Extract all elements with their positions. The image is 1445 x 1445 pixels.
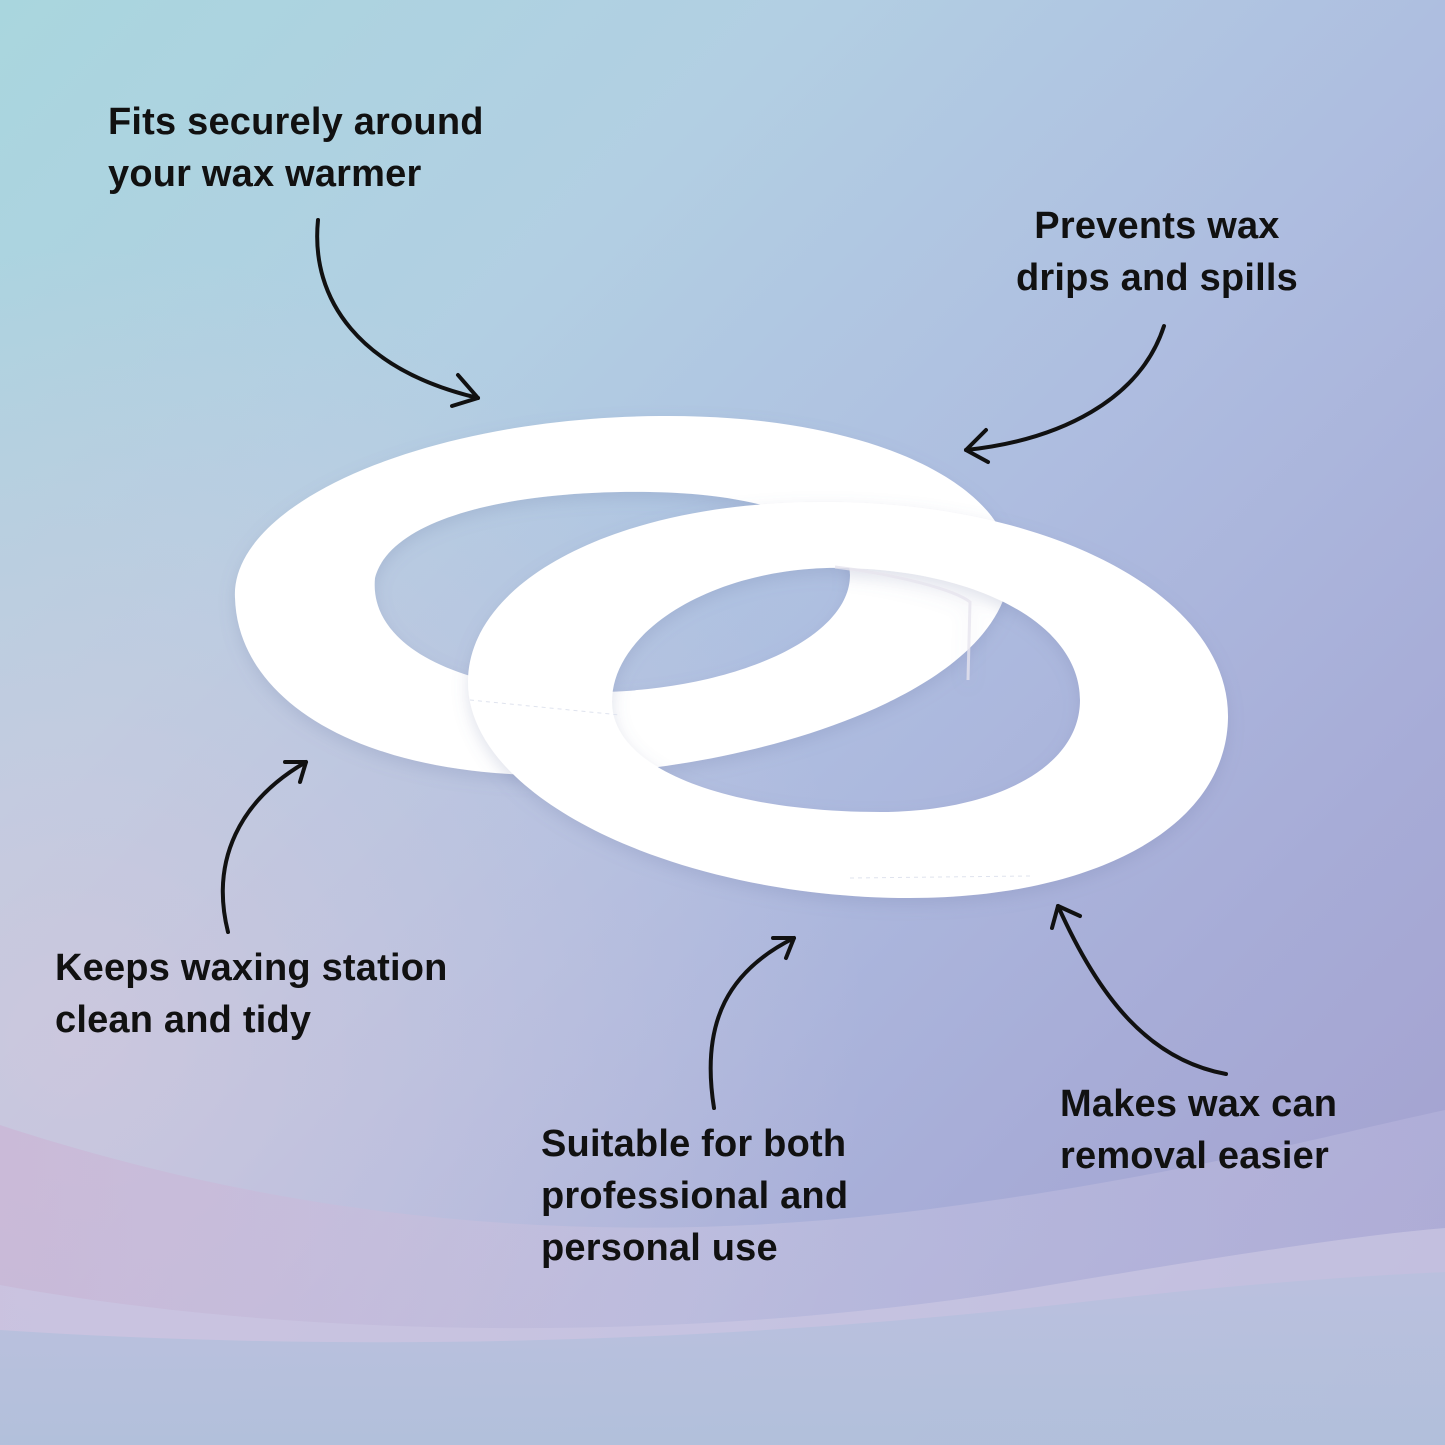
feature-makes-label: Makes wax can removal easier [1060, 1083, 1338, 1177]
front-ring [468, 501, 1229, 898]
feature-keeps-label: Keeps waxing station clean and tidy [55, 947, 448, 1041]
feature-fits-label: Fits securely around your wax warmer [108, 101, 484, 195]
feature-prevents-label: Prevents wax drips and spills [1016, 205, 1298, 299]
feature-suitable-label: Suitable for both professional and perso… [541, 1123, 849, 1269]
